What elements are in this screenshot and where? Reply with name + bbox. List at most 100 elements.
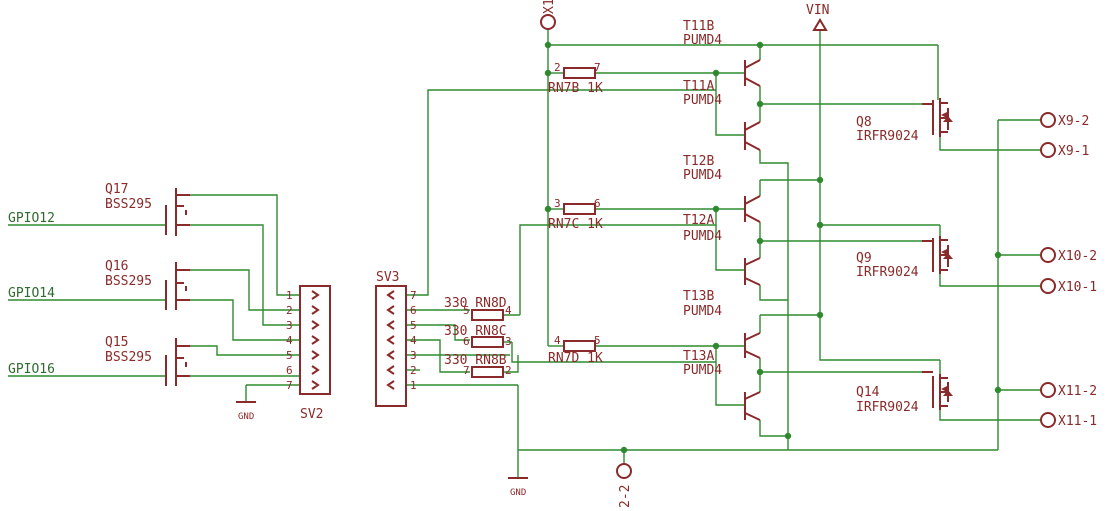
resistor-rn7c: 3 6 RN7C 1K — [548, 197, 603, 232]
transistor-t11a: T11A PUMD4 — [683, 79, 761, 151]
q16-value: BSS295 — [105, 274, 152, 289]
svg-text:IRFR9024: IRFR9024 — [856, 265, 919, 280]
transistor-t13b: T13B PUMD4 — [683, 289, 761, 359]
left-mosfet-q17: Q17 BSS295 — [105, 182, 190, 236]
svg-text:5: 5 — [463, 304, 470, 317]
svg-text:VIN: VIN — [806, 3, 829, 18]
resistor-rn8c: 330 RN8C 6 3 — [444, 324, 512, 348]
svg-text:7: 7 — [463, 364, 470, 377]
svg-text:RN7C 1K: RN7C 1K — [548, 217, 603, 232]
output-pads: X9-2 X9-1 X10-2 X10-1 X11-2 X11-1 — [1040, 112, 1097, 429]
svg-text:1: 1 — [410, 379, 417, 392]
svg-text:T11B: T11B — [683, 19, 714, 34]
wires — [8, 30, 1040, 478]
svg-text:GND: GND — [238, 412, 254, 422]
svg-text:PUMD4: PUMD4 — [683, 33, 722, 48]
q16-ref: Q16 — [105, 259, 128, 274]
net-gpio16: GPIO16 — [8, 362, 55, 377]
q17-ref: Q17 — [105, 182, 128, 197]
svg-text:7: 7 — [286, 379, 293, 392]
svg-text:1: 1 — [286, 289, 293, 302]
q17-value: BSS295 — [105, 197, 152, 212]
resistor-rn7d: 4 5 RN7D 1K — [548, 334, 603, 366]
left-mosfet-q15: Q15 BSS295 — [105, 335, 190, 386]
pad-2-2: 2-2 — [616, 463, 633, 508]
svg-text:PUMD4: PUMD4 — [683, 168, 722, 183]
q15-value: BSS295 — [105, 350, 152, 365]
svg-text:5: 5 — [594, 334, 601, 347]
svg-text:4: 4 — [505, 304, 512, 317]
svg-text:T12B: T12B — [683, 154, 714, 169]
output-x11-2: X11-2 — [1058, 384, 1097, 399]
transistor-t13a: T13A PUMD4 — [683, 349, 761, 421]
svg-text:4: 4 — [554, 334, 561, 347]
svg-text:IRFR9024: IRFR9024 — [856, 400, 919, 415]
svg-text:T11A: T11A — [683, 79, 714, 94]
svg-text:4: 4 — [286, 334, 293, 347]
svg-text:RN7D 1K: RN7D 1K — [548, 351, 603, 366]
x1-pad: X1 — [540, 0, 557, 30]
transistor-t12b: T12B PUMD4 — [683, 154, 761, 223]
svg-text:7: 7 — [594, 61, 601, 74]
svg-text:2: 2 — [554, 61, 561, 74]
svg-text:330 RN8B: 330 RN8B — [444, 353, 507, 368]
connector-sv2: 1 2 3 4 5 6 7 SV2 — [286, 285, 331, 422]
svg-text:3: 3 — [286, 319, 293, 332]
svg-text:X1: X1 — [542, 0, 557, 14]
right-mosfet-q8: Q8 IRFR9024 — [856, 98, 953, 144]
sv2-name: SV2 — [300, 407, 323, 422]
output-x11-1: X11-1 — [1058, 414, 1097, 429]
output-x10-1: X10-1 — [1058, 280, 1097, 295]
svg-text:4: 4 — [410, 334, 417, 347]
svg-text:330 RN8D: 330 RN8D — [444, 296, 507, 311]
right-mosfet-q14: Q14 IRFR9024 — [856, 371, 953, 415]
svg-text:330 RN8C: 330 RN8C — [444, 324, 507, 339]
svg-text:Q8: Q8 — [856, 115, 872, 130]
resistor-rn7b: 2 7 RN7B 1K — [548, 61, 603, 96]
svg-text:RN7B 1K: RN7B 1K — [548, 81, 603, 96]
left-mosfet-q16: Q16 BSS295 — [105, 259, 190, 310]
gnd-symbol-left: GND — [236, 401, 256, 422]
svg-text:6: 6 — [463, 335, 470, 348]
vin-supply-symbol: VIN — [806, 3, 829, 31]
svg-text:T13A: T13A — [683, 349, 714, 364]
transistor-t11b: T11B PUMD4 — [683, 19, 761, 87]
svg-text:PUMD4: PUMD4 — [683, 229, 722, 244]
svg-text:Q9: Q9 — [856, 251, 872, 266]
resistor-rn8b: 330 RN8B 7 2 — [444, 353, 512, 378]
svg-text:5: 5 — [410, 319, 417, 332]
output-x9-1: X9-1 — [1058, 144, 1089, 159]
svg-text:PUMD4: PUMD4 — [683, 363, 722, 378]
q15-ref: Q15 — [105, 335, 128, 350]
svg-text:5: 5 — [286, 349, 293, 362]
svg-text:T12A: T12A — [683, 213, 714, 228]
svg-text:3: 3 — [410, 349, 417, 362]
output-x10-2: X10-2 — [1058, 249, 1097, 264]
svg-text:PUMD4: PUMD4 — [683, 304, 722, 319]
svg-text:2: 2 — [410, 364, 417, 377]
connector-sv3: 7 6 5 4 3 2 1 SV3 — [375, 270, 417, 407]
svg-text:6: 6 — [286, 364, 293, 377]
svg-text:GND: GND — [510, 488, 526, 498]
svg-text:2: 2 — [505, 364, 512, 377]
svg-text:7: 7 — [410, 289, 417, 302]
resistor-rn8d: 330 RN8D 5 4 — [444, 296, 512, 321]
svg-text:3: 3 — [505, 335, 512, 348]
transistor-t12a: T12A PUMD4 — [683, 213, 761, 286]
svg-text:PUMD4: PUMD4 — [683, 93, 722, 108]
svg-text:6: 6 — [410, 304, 417, 317]
junctions — [544, 41, 1002, 454]
output-x9-2: X9-2 — [1058, 114, 1089, 129]
sv3-name: SV3 — [376, 270, 399, 285]
svg-text:2: 2 — [286, 304, 293, 317]
gnd-symbol-mid: GND — [508, 477, 528, 498]
svg-text:IRFR9024: IRFR9024 — [856, 129, 919, 144]
svg-text:T13B: T13B — [683, 289, 714, 304]
net-gpio14: GPIO14 — [8, 286, 55, 301]
svg-text:6: 6 — [594, 197, 601, 210]
svg-text:3: 3 — [554, 197, 561, 210]
svg-text:Q14: Q14 — [856, 385, 880, 400]
right-mosfet-q9: Q9 IRFR9024 — [856, 236, 953, 280]
svg-text:2-2: 2-2 — [618, 485, 633, 508]
